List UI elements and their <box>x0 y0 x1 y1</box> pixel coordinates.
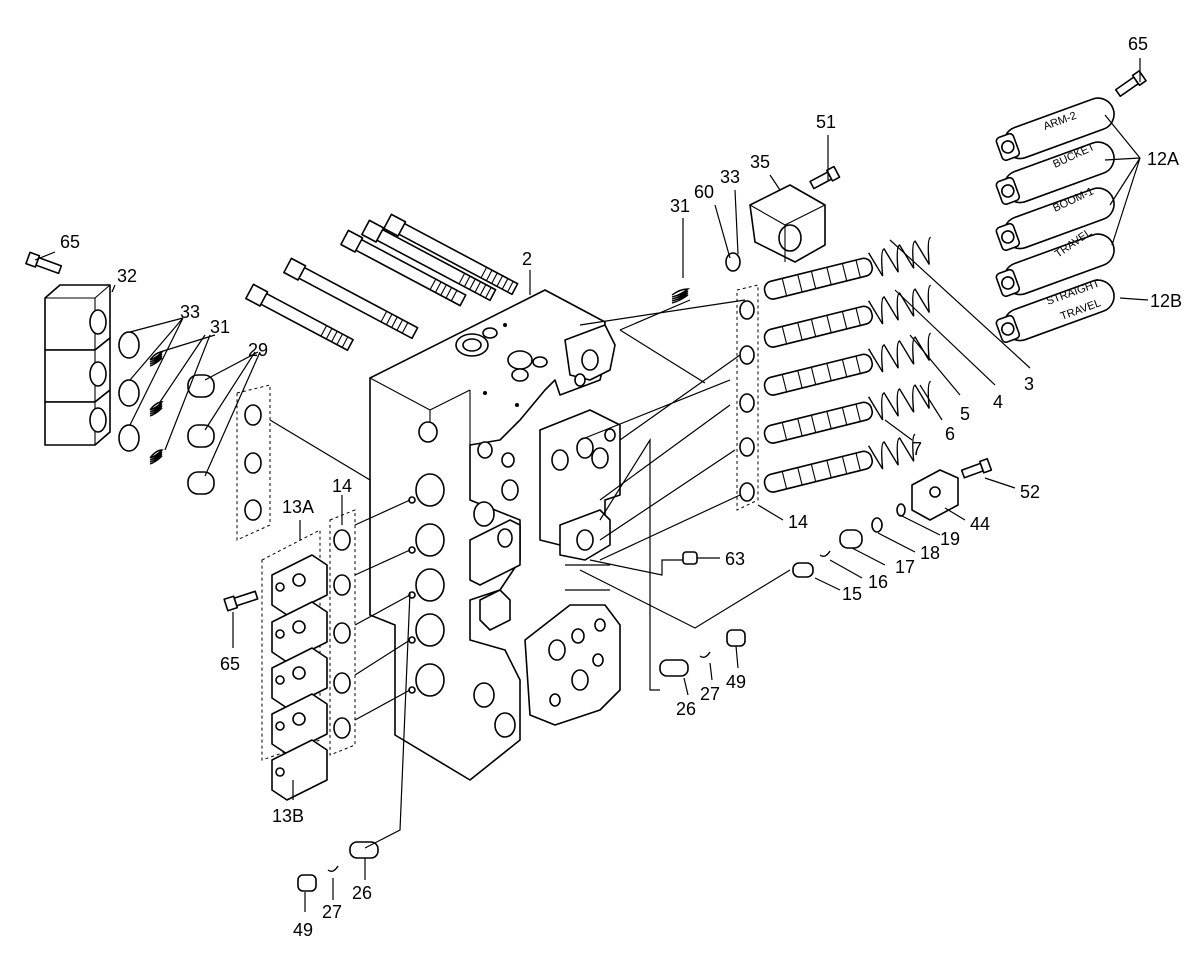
callout-2: 2 <box>522 249 532 269</box>
callout-13b: 13B <box>272 806 304 826</box>
callout-32: 32 <box>117 266 137 286</box>
callout-44: 44 <box>970 514 990 534</box>
callout-33-left: 33 <box>180 302 200 322</box>
callout-35: 35 <box>750 152 770 172</box>
callout-6: 6 <box>945 424 955 444</box>
callout-3: 3 <box>1024 374 1034 394</box>
valve-body <box>369 289 621 781</box>
callout-51: 51 <box>816 112 836 132</box>
callout-13a: 13A <box>282 497 314 517</box>
callout-7: 7 <box>912 439 922 459</box>
callout-65-left: 65 <box>220 654 240 674</box>
callout-27-bottom: 27 <box>322 902 342 922</box>
oring-plate-left <box>329 509 356 756</box>
oring-plate-right <box>736 284 759 511</box>
callout-65-topleft: 65 <box>60 232 80 252</box>
callout-33-top: 33 <box>720 167 740 187</box>
callout-26-bottom: 26 <box>352 883 372 903</box>
callout-14-right: 14 <box>788 512 808 532</box>
callout-12a: 12A <box>1147 149 1179 169</box>
tie-bolts <box>245 213 519 352</box>
callout-52: 52 <box>1020 482 1040 502</box>
callout-63: 63 <box>725 549 745 569</box>
callout-5: 5 <box>960 404 970 424</box>
callout-19: 19 <box>940 529 960 549</box>
callout-17: 17 <box>895 557 915 577</box>
left-cap-block <box>44 284 271 541</box>
callout-65-topright: 65 <box>1128 34 1148 54</box>
callout-60: 60 <box>694 182 714 202</box>
callout-labels: 2 3 4 5 6 7 12A 12B 13A 13B 14 14 15 16 … <box>60 34 1182 940</box>
callout-29: 29 <box>248 340 268 360</box>
callout-4: 4 <box>993 392 1003 412</box>
callout-12b: 12B <box>1150 291 1182 311</box>
spool-caps: ARM-2 BUCKET BOOM-1 TRAVEL STRAIGHT TRAV… <box>995 97 1115 344</box>
callout-18: 18 <box>920 543 940 563</box>
callout-16: 16 <box>868 572 888 592</box>
callout-26-right: 26 <box>676 699 696 719</box>
callout-27-right: 27 <box>700 684 720 704</box>
main-spools <box>763 236 932 493</box>
callout-15: 15 <box>842 584 862 604</box>
pilot-caps <box>261 529 328 801</box>
callout-49-bottom: 49 <box>293 920 313 940</box>
callout-14-left: 14 <box>332 476 352 496</box>
callout-31-left: 31 <box>210 317 230 337</box>
small-parts <box>25 70 1147 892</box>
callout-31-top: 31 <box>670 196 690 216</box>
leader-lines <box>34 58 1149 912</box>
callout-49-right: 49 <box>726 672 746 692</box>
